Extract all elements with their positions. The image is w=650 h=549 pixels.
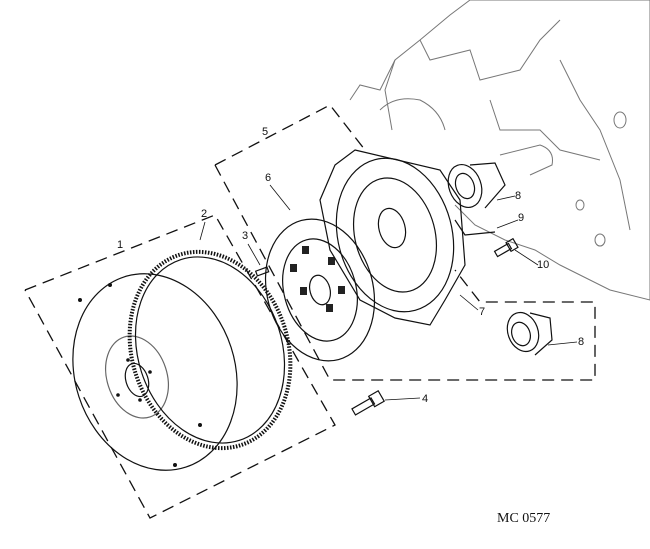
callout-8a: 8 [515, 190, 522, 202]
figure-code: MC 0577 [497, 511, 551, 526]
callout-4: 4 [422, 393, 429, 405]
assembly-boundaries [24, 104, 596, 519]
clutch-kit-boundary-bottom [214, 164, 596, 381]
callout-3: 3 [242, 230, 249, 242]
callout-1: 1 [117, 239, 124, 251]
leader-lines [199, 184, 578, 401]
clutch-kit-boundary-top [214, 104, 366, 166]
gearbox-housing [349, 0, 650, 301]
bolt-10 [493, 237, 519, 258]
clutch-disc [264, 218, 376, 362]
callout-9: 9 [518, 212, 525, 224]
callout-2: 2 [201, 208, 208, 220]
callout-6: 6 [265, 172, 272, 184]
callout-7: 7 [479, 306, 486, 318]
callout-10: 10 [537, 259, 550, 271]
bolt-4 [351, 389, 386, 416]
flywheel [72, 273, 238, 471]
release-bearing-fitted [447, 162, 506, 209]
retaining-clip [454, 219, 496, 236]
callout-5: 5 [262, 126, 269, 138]
release-bearing-spare [506, 311, 553, 356]
dowel-pin [254, 266, 270, 277]
flywheel-assembly-boundary [24, 214, 336, 519]
callout-8b: 8 [578, 336, 585, 348]
pressure-plate [319, 149, 466, 326]
ring-gear [127, 249, 293, 451]
